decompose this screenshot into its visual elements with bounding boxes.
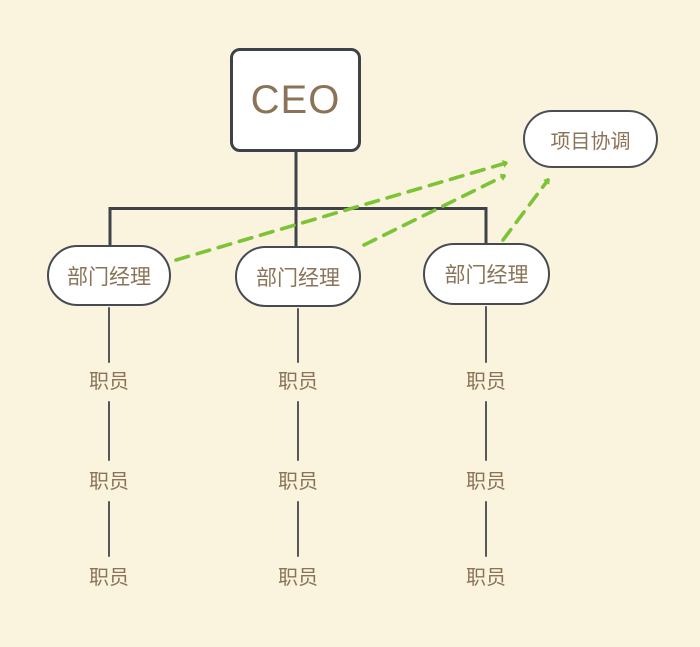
coordination-arrows	[174, 163, 550, 262]
staff-label-9[interactable]: 职员	[466, 567, 506, 589]
manager-label: 部门经理	[256, 266, 340, 290]
project-coordination-node[interactable]: 项目协调	[523, 110, 658, 168]
staff-label-6[interactable]: 职员	[466, 471, 506, 493]
staff-label-7[interactable]: 职员	[89, 567, 129, 589]
staff-label-8[interactable]: 职员	[278, 567, 318, 589]
project-coordination-label: 项目协调	[550, 130, 631, 153]
staff-stem-connectors	[108, 306, 487, 557]
staff-label-1[interactable]: 职员	[89, 371, 129, 393]
manager-node-3[interactable]: 部门经理	[423, 243, 550, 305]
staff-label-3[interactable]: 职员	[466, 371, 506, 393]
arrow-manager2-to-project	[362, 176, 506, 247]
manager-label: 部门经理	[444, 264, 529, 287]
arrow-manager3-to-project	[501, 178, 550, 242]
staff-label-2[interactable]: 职员	[278, 371, 318, 393]
manager-label: 部门经理	[67, 265, 151, 289]
staff-label-5[interactable]: 职员	[278, 471, 318, 493]
ceo-node[interactable]: CEO	[230, 48, 361, 152]
manager-node-1[interactable]: 部门经理	[47, 245, 171, 306]
staff-label-4[interactable]: 职员	[89, 471, 129, 493]
hierarchy-connectors	[108, 150, 488, 248]
ceo-label: CEO	[250, 77, 341, 122]
manager-node-2[interactable]: 部门经理	[235, 246, 361, 307]
arrow-manager1-to-project	[174, 163, 508, 262]
